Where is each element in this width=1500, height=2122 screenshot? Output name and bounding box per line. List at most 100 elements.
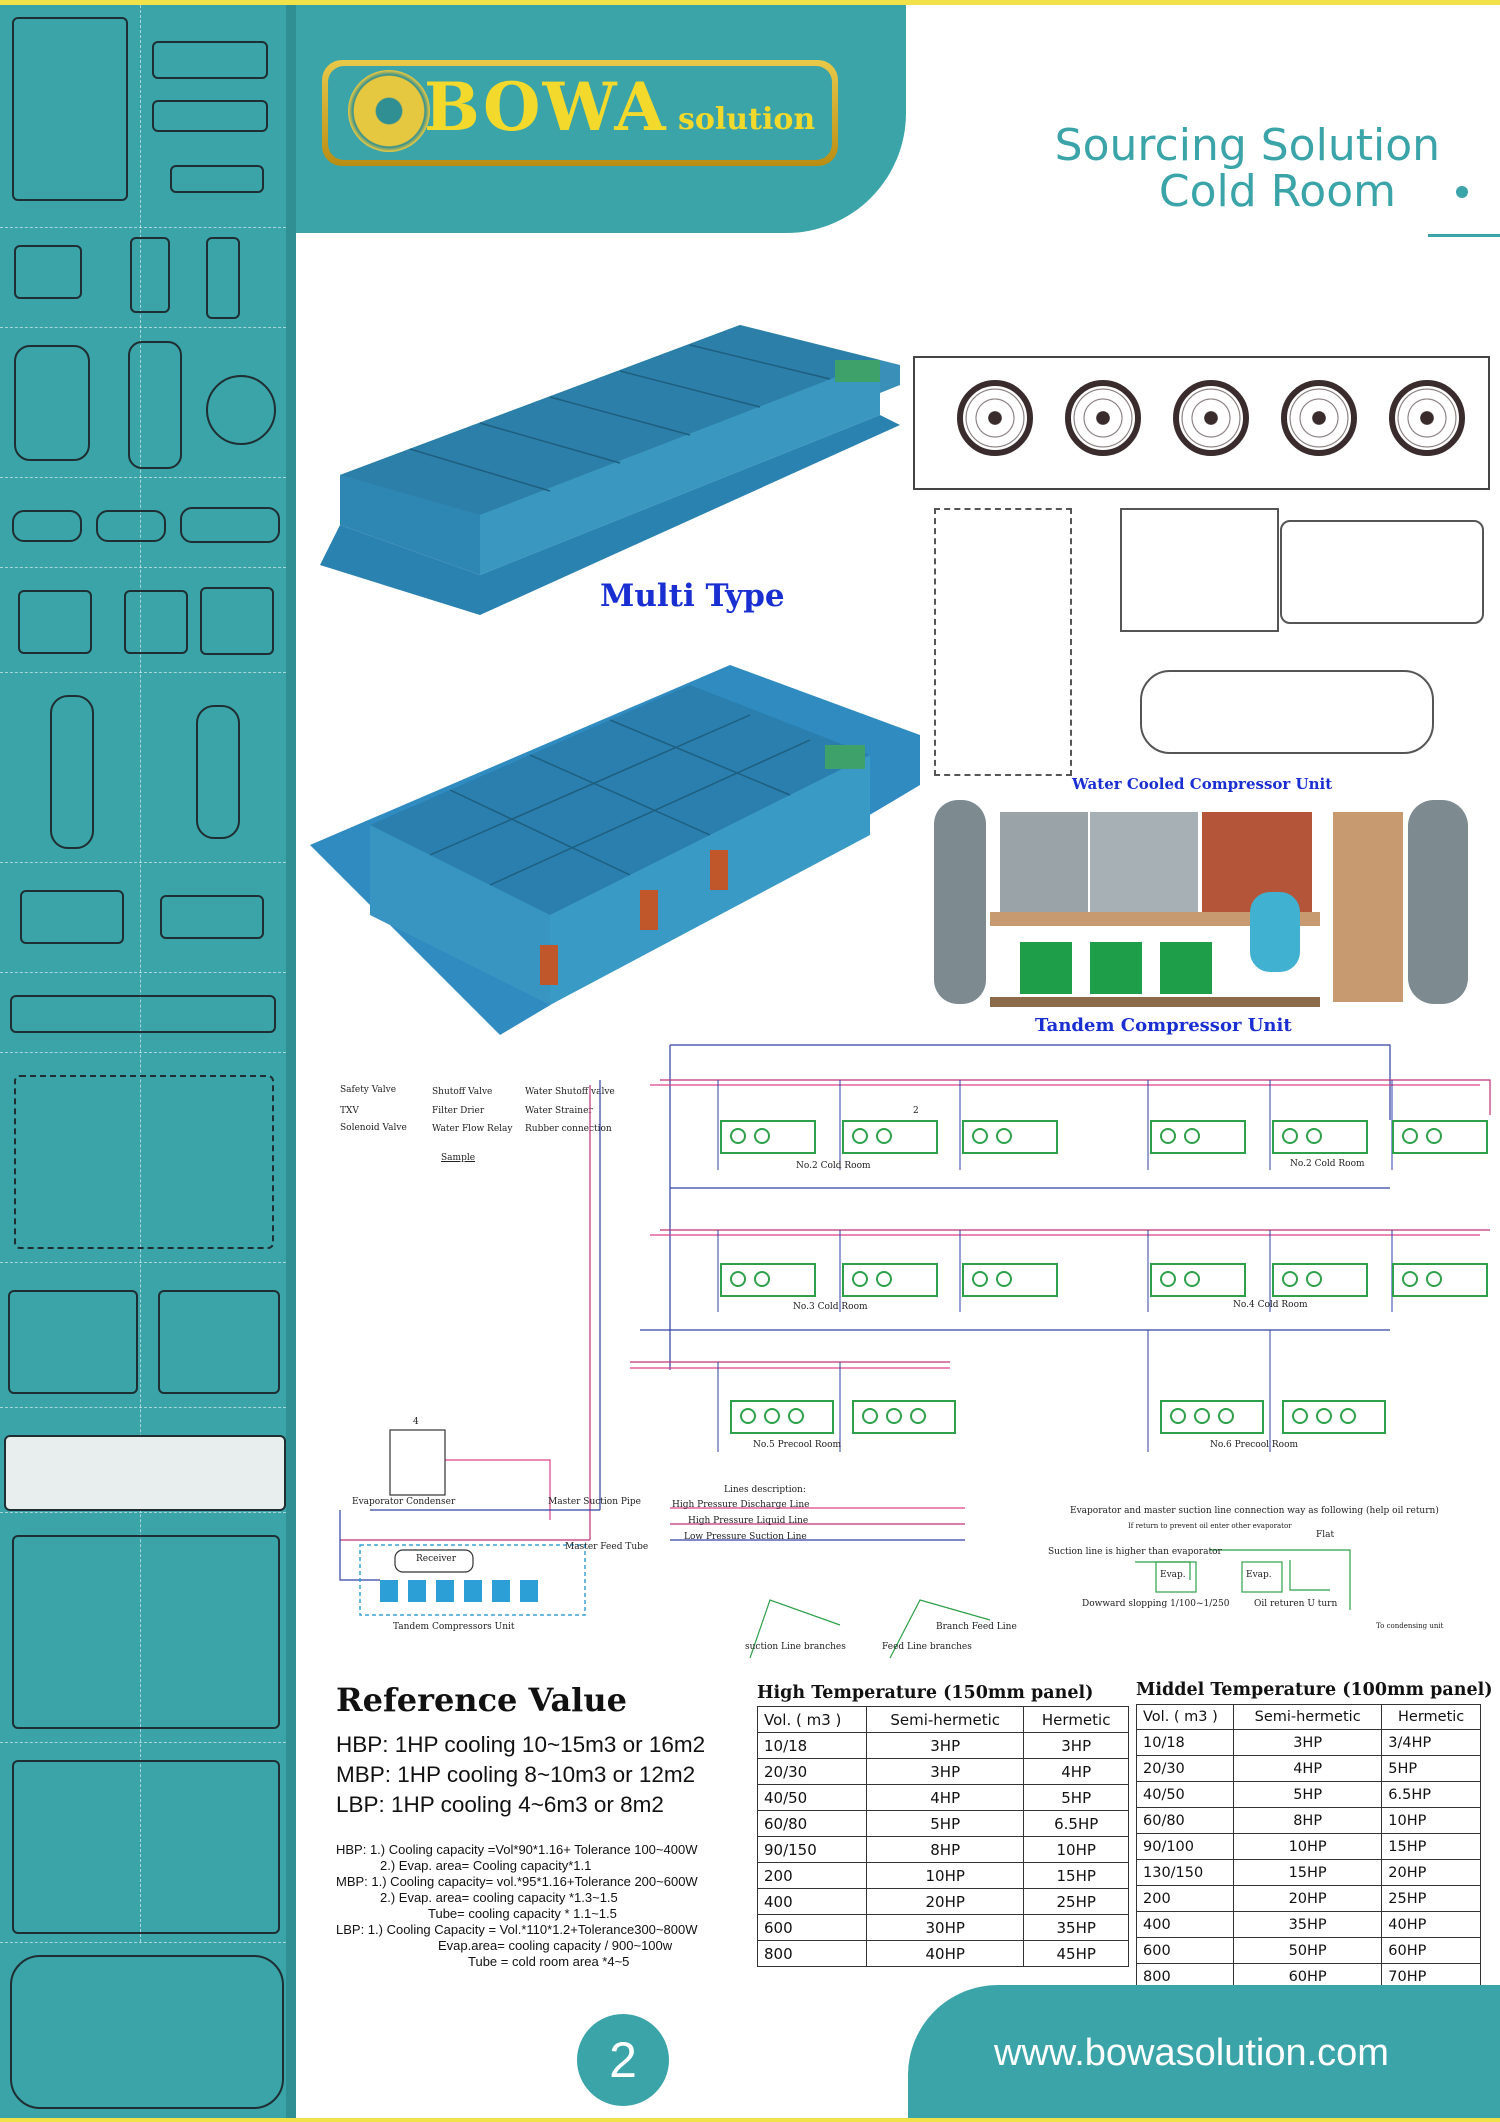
table-cell: 25HP	[1023, 1888, 1129, 1915]
table-cell: 90/100	[1136, 1833, 1234, 1860]
condensing-unit-icon	[8, 1290, 138, 1394]
legend-rubber-connection: Rubber connection	[525, 1124, 612, 1134]
tandem-compressor-unit-render	[934, 800, 1468, 1007]
legend-water-strainer: Water Strainer	[525, 1106, 593, 1116]
tandem-compressors-unit-label: Tandem Compressors Unit	[393, 1622, 515, 1632]
circled-marker-2: 2	[913, 1106, 919, 1116]
line-high-pressure-liquid: High Pressure Liquid Line	[688, 1516, 809, 1526]
sidebar-cell	[0, 1742, 286, 1943]
column-header: Hermetic	[1381, 1704, 1481, 1730]
semi-hermetic-unit-icon	[10, 1955, 284, 2109]
table-header-row: Vol. ( m3 ) Semi-hermetic Hermetic	[757, 1706, 1129, 1733]
evaporator-unit	[730, 1400, 834, 1434]
table-cell: 35HP	[1232, 1911, 1383, 1938]
air-cooler-icon	[158, 1290, 280, 1394]
accumulator-icon	[206, 375, 276, 445]
evaporator-unit	[842, 1120, 938, 1154]
evaporator-unit	[1150, 1120, 1246, 1154]
sidebar-cell	[0, 862, 286, 973]
compressor-icon	[14, 345, 90, 461]
table-cell: 15HP	[1023, 1862, 1129, 1889]
evaporator-unit	[852, 1400, 956, 1434]
component-sidebar	[0, 5, 286, 2118]
reference-note: 2.) Evap. area= cooling capacity *1.3~1.…	[380, 1890, 618, 1905]
suction-higher-label: Suction line is higher than evaporator	[1048, 1547, 1222, 1557]
page-title-line1: Sourcing Solution	[1054, 120, 1440, 171]
table-cell: 40/50	[1136, 1781, 1234, 1808]
service-valve-icon	[206, 237, 240, 319]
column-header: Semi-hermetic	[1232, 1704, 1383, 1730]
sidebar-divider	[140, 5, 141, 1942]
sidebar-cell	[0, 227, 286, 328]
high-temp-table: Vol. ( m3 ) Semi-hermetic Hermetic 10/18…	[757, 1706, 1129, 1967]
reference-note: LBP: 1.) Cooling Capacity = Vol.*110*1.2…	[336, 1922, 698, 1937]
evaporator-unit	[1272, 1263, 1368, 1297]
oil-return-label: Oil returen U turn	[1254, 1599, 1338, 1609]
connection-subtitle: If return to prevent oil enter other eva…	[1128, 1522, 1292, 1530]
line-high-pressure-discharge: High Pressure Discharge Line	[672, 1500, 810, 1510]
multi-type-cold-room-render-1	[320, 325, 900, 615]
table-cell: 6.5HP	[1023, 1810, 1129, 1837]
page-title-line2: Cold Room	[1158, 166, 1396, 217]
plate-heat-exchanger-icon	[12, 17, 128, 201]
table-cell: 20HP	[1381, 1859, 1481, 1886]
room-label-no5: No.5 Precool Room	[753, 1440, 842, 1450]
downward-slope-label: Dowward slopping 1/100~1/250	[1082, 1599, 1230, 1609]
multi-type-cold-room-render-2	[310, 665, 920, 1035]
legend-safety-valve: Safety Valve	[340, 1085, 397, 1095]
table-header-row: Vol. ( m3 ) Semi-hermetic Hermetic	[1136, 1704, 1481, 1730]
column-header: Hermetic	[1023, 1706, 1129, 1733]
master-feed-tube-label: Master Feed Tube	[565, 1542, 649, 1552]
sidebar-cell	[0, 1407, 286, 1513]
table-cell: 4HP	[1232, 1755, 1383, 1782]
evaporator-unit	[1392, 1120, 1488, 1154]
logo-text: BOWA	[424, 68, 668, 146]
table-cell: 60/80	[757, 1810, 867, 1837]
table-cell: 10HP	[865, 1862, 1025, 1889]
table-cell: 10HP	[1232, 1833, 1383, 1860]
website-link[interactable]: www.bowasolution.com	[994, 2032, 1389, 2074]
reference-note: MBP: 1.) Cooling capacity= vol.*95*1.16+…	[336, 1874, 698, 1889]
legend-water-shutoff-valve: Water Shutoff valve	[525, 1087, 615, 1097]
tube-icon	[170, 165, 264, 193]
reference-mbp: MBP: 1HP cooling 8~10m3 or 12m2	[336, 1762, 696, 1787]
compressor-unit-icon	[12, 1535, 280, 1729]
evaporator-unit	[1160, 1400, 1264, 1434]
line-low-pressure-suction: Low Pressure Suction Line	[684, 1532, 807, 1542]
table-cell: 3HP	[1232, 1729, 1383, 1756]
lines-description-title: Lines description:	[724, 1485, 806, 1495]
evaporator-unit	[962, 1120, 1058, 1154]
table-cell: 3HP	[865, 1732, 1025, 1759]
solenoid-valve-icon	[20, 890, 124, 944]
legend-sample: Sample	[441, 1153, 476, 1163]
table-cell: 400	[757, 1888, 867, 1915]
table-cell: 10/18	[757, 1732, 867, 1759]
vertical-tank-icon	[50, 695, 94, 849]
reference-hbp: HBP: 1HP cooling 10~15m3 or 16m2	[336, 1732, 706, 1757]
sight-glass-icon	[152, 100, 268, 132]
table-cell: 5HP	[1232, 1781, 1383, 1808]
receiver-icon	[128, 341, 182, 469]
sidebar-edge	[286, 5, 296, 2118]
sidebar-cell	[0, 1512, 286, 1743]
table-cell: 5HP	[1023, 1784, 1129, 1811]
sidebar-cell	[0, 567, 286, 673]
table-cell: 45HP	[1023, 1940, 1129, 1967]
table-cell: 4HP	[865, 1784, 1025, 1811]
legend-txv: TXV	[340, 1106, 359, 1116]
table-cell: 35HP	[1023, 1914, 1129, 1941]
page-number: 2	[609, 2032, 637, 2088]
table-cell: 60/80	[1136, 1807, 1234, 1834]
branch-feed-line-label: Branch Feed Line	[936, 1622, 1017, 1632]
evaporator-unit	[1272, 1120, 1368, 1154]
table-cell: 5HP	[1381, 1755, 1481, 1782]
